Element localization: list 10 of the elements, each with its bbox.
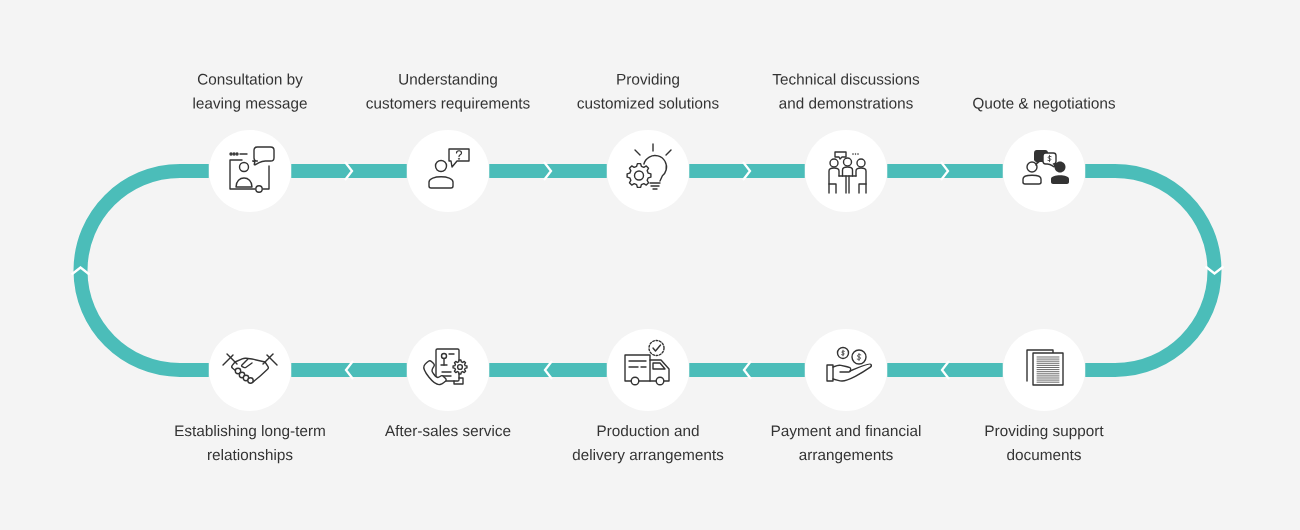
step-label: Production and delivery arrangements xyxy=(572,424,724,464)
step-label: Quote & negotiations xyxy=(973,97,1115,112)
step-label: Providing customized solutions xyxy=(577,73,719,109)
step-label: Establishing long-term relationships xyxy=(175,424,325,464)
step-label: Technical discussions and demonstrations xyxy=(772,73,920,109)
step-label: After-sales service xyxy=(384,424,511,437)
step-label: Providing support documents xyxy=(985,424,1104,461)
step-label: Consultation by leaving message xyxy=(193,73,307,112)
step-label: Understanding customers requirements xyxy=(366,73,530,112)
step-label: Payment and financial arrangements xyxy=(771,424,921,464)
